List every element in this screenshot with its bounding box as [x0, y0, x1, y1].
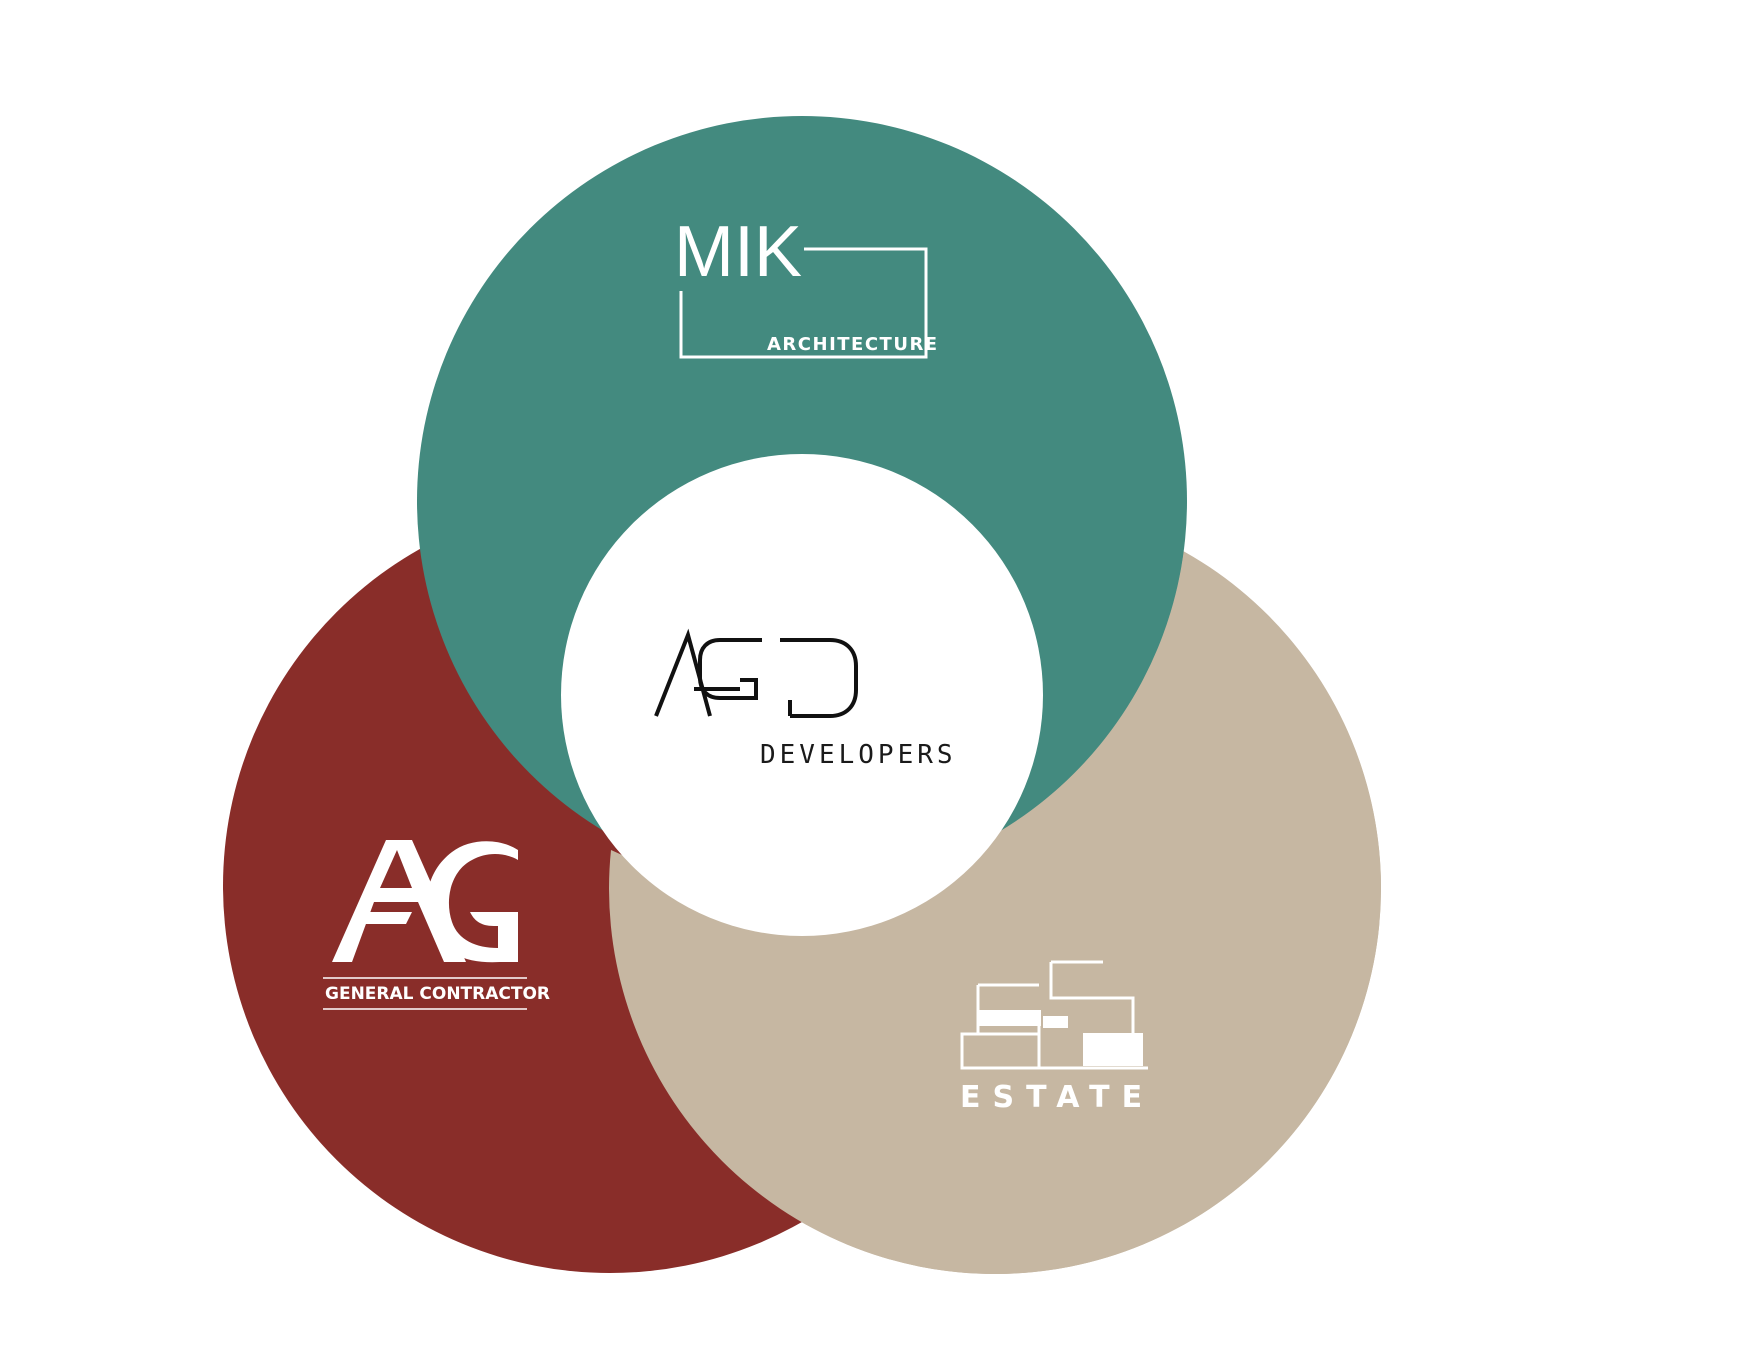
- mik-architecture-logo: MIK ARCHITECTURE: [674, 212, 939, 359]
- agd-letter-d: [780, 638, 858, 718]
- developers-circle: [561, 454, 1043, 936]
- agd-letter-g: [694, 638, 762, 700]
- ag-caption: GENERAL CONTRACTOR: [325, 984, 550, 1004]
- estate-block-1: [978, 1010, 1041, 1026]
- estate-skyline-tower: [1049, 962, 1135, 1037]
- estate-caption: ESTATE: [960, 1080, 1154, 1115]
- agd-caption: DEVELOPERS: [760, 740, 957, 770]
- estate-block-2: [1043, 1016, 1068, 1028]
- ag-letter-a-bar: [362, 912, 412, 924]
- estate-logo: ESTATE: [960, 960, 1154, 1115]
- estate-block-3: [1083, 1033, 1143, 1066]
- ag-letter-g: [426, 841, 518, 963]
- ag-general-contractor-logo: GENERAL CONTRACTOR: [323, 840, 550, 1010]
- mik-frame-right: [679, 247, 928, 359]
- agd-developers-logo: DEVELOPERS: [654, 628, 957, 770]
- estate-overlap-region: [609, 551, 1381, 1274]
- mik-caption: ARCHITECTURE: [767, 334, 939, 355]
- mik-wordmark: MIK: [674, 212, 802, 292]
